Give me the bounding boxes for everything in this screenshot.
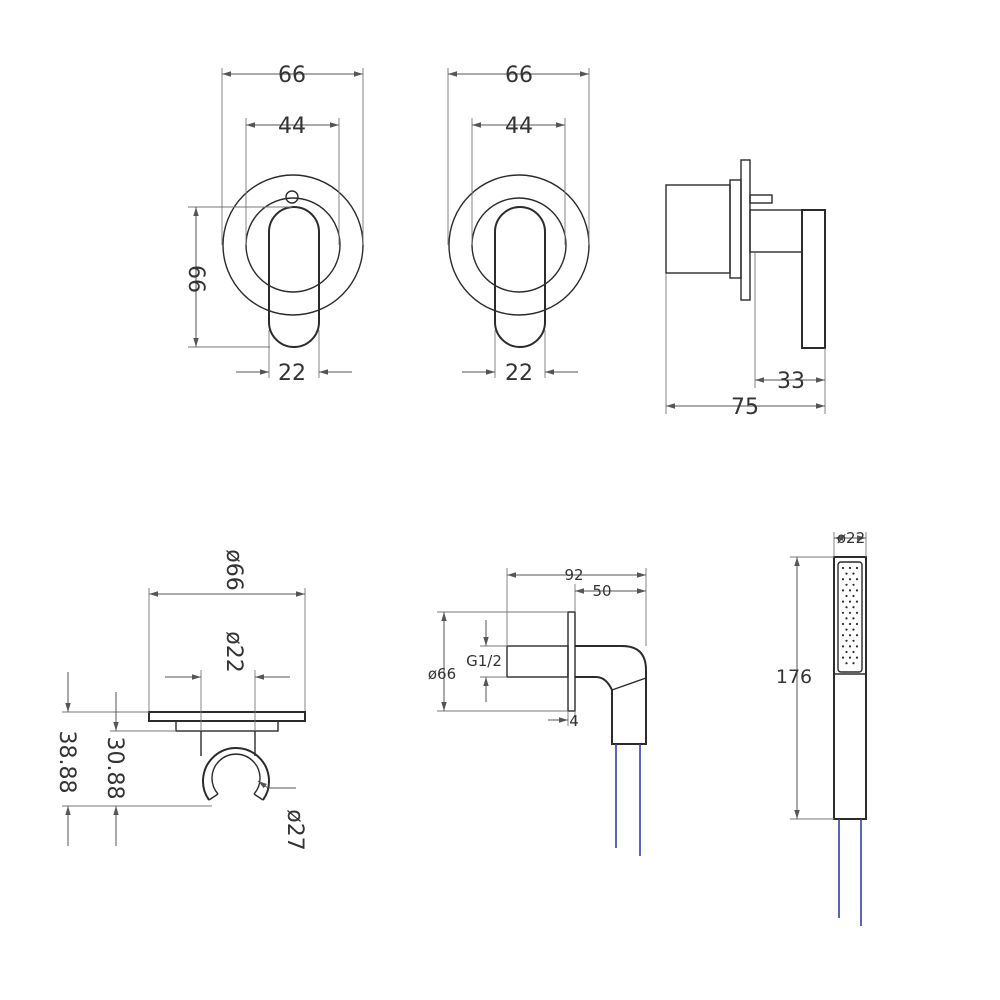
mounting-collar [729,179,742,279]
dim-handle-width: 22 [278,361,306,386]
nozzle-dot [852,583,855,586]
thread-connector [506,645,569,678]
nozzle-dot [841,578,845,581]
dim-lever-depth: 33 [777,369,805,394]
spindle [749,194,773,204]
nozzle-dot [848,589,852,592]
nozzle-dot [855,566,859,570]
nozzle-dot [841,622,845,626]
dim-inner-height: 30.88 [102,737,127,800]
nozzle-dot [845,662,848,665]
side-view: 33 75 [665,159,826,420]
shower-holder-view: ø66 ø22 38.88 30.88 ø27 [54,549,307,850]
nozzle-dot [855,656,859,659]
holder-clip-inner [211,753,261,795]
front-view-with-indicator: 66 44 66 22 [183,63,364,386]
dim-diameter: ø22 [837,529,865,547]
spray-face [837,561,863,673]
nozzle-dot [845,594,848,598]
holder-flange [175,720,279,732]
nozzle-dot [855,634,859,637]
nozzle-dot [848,622,852,626]
dim-width-outer: 66 [505,63,533,88]
lever-arm [801,209,826,349]
holder-clip-outer [202,747,270,801]
dim-width-outer: 66 [278,63,306,88]
wall-outlet-view: 92 50 ø66 G1/2 4 [428,566,647,856]
nozzle-dot [855,589,859,592]
nozzle-dot [852,662,855,665]
dim-neck-diameter: ø22 [221,631,246,672]
spray-nozzles [841,566,859,665]
nozzle-dot [855,578,859,581]
holder-plate [148,711,306,722]
dim-plate-diameter: ø66 [428,665,456,683]
nozzle-dot [848,600,852,603]
nozzle-dot [852,572,855,575]
nozzle-dot [848,645,852,648]
nozzle-dot [845,572,848,575]
lever-handle [494,206,546,348]
dim-clip-diameter: ø27 [282,809,307,850]
dim-thread: G1/2 [466,652,502,670]
nozzle-dot [841,656,845,659]
dim-width-inner: 44 [278,114,306,139]
dim-elbow-length: 50 [592,582,611,600]
dim-plate-diameter: ø66 [221,549,246,590]
nozzle-dot [848,578,852,581]
nozzle-dot [848,656,852,659]
nozzle-dot [848,611,852,614]
nozzle-dot [845,650,848,654]
nozzle-dot [855,622,859,626]
dim-width-inner: 44 [505,114,533,139]
hand-shower-view: ø22 176 [776,529,867,926]
cover-plate-outer [448,174,590,316]
elbow-body [575,645,647,745]
lever-handle [268,206,320,348]
dim-handle-width: 22 [505,361,533,386]
nozzle-dot [848,634,852,637]
nozzle-dot [841,566,845,570]
nozzle-dot [848,566,852,570]
front-view-plain: 66 44 22 [447,63,590,386]
nozzle-dot [852,639,855,642]
outlet-plate [567,611,576,712]
nozzle-dot [852,594,855,598]
cover-plate-inner [471,197,567,293]
nozzle-dot [852,628,855,631]
nozzle-dot [841,611,845,614]
dim-plate-thickness: 4 [569,712,579,730]
lever-base [749,209,803,253]
nozzle-dot [841,634,845,637]
nozzle-dot [845,639,848,642]
nozzle-dot [855,600,859,603]
valve-body [665,184,731,274]
cover-plate-outer [222,174,364,316]
nozzle-dot [845,628,848,631]
dim-total-height: 38.88 [54,731,79,794]
nozzle-dot [841,589,845,592]
dim-length: 176 [776,666,812,688]
shower-handle-body [833,556,867,820]
dim-height: 66 [183,265,208,293]
nozzle-dot [845,583,848,586]
nozzle-dot [841,600,845,603]
dim-total-depth: 75 [731,395,759,420]
nozzle-dot [841,645,845,648]
nozzle-dot [852,617,855,620]
nozzle-dot [855,611,859,614]
nozzle-dot [852,606,855,609]
nozzle-dot [852,650,855,654]
nozzle-dot [845,606,848,609]
cover-plate-inner [245,197,341,293]
indicator-dot [285,190,299,204]
cover-plate-edge [740,159,751,301]
nozzle-dot [845,617,848,620]
dim-total-length: 92 [564,566,583,584]
nozzle-dot [855,645,859,648]
